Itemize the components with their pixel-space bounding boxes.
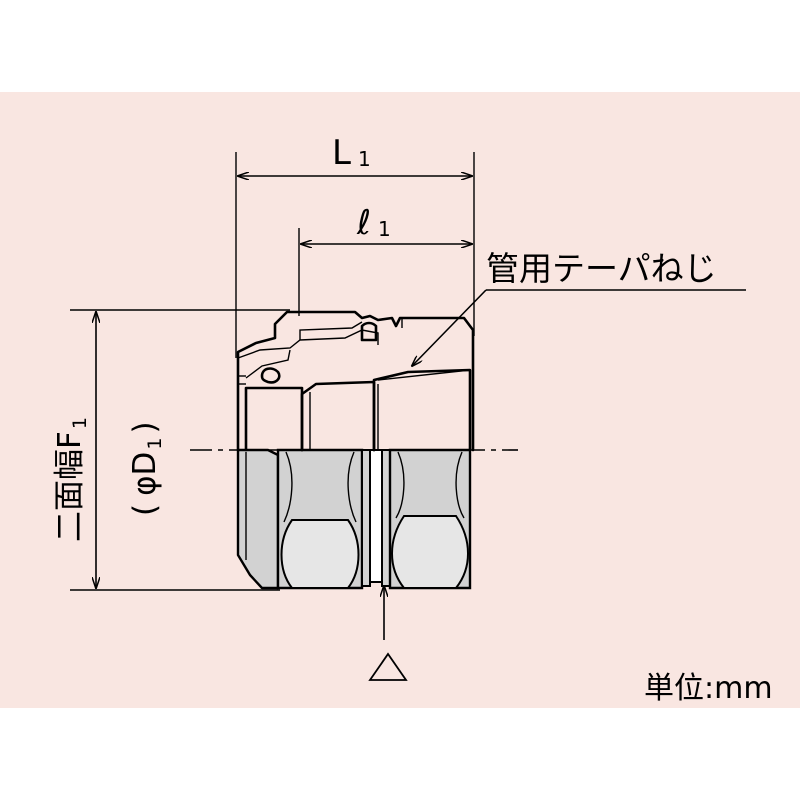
marking-indicator — [368, 586, 408, 681]
retaining-clip — [360, 321, 378, 342]
unit-label: 単位:mm — [644, 671, 773, 706]
inner-collet — [237, 329, 379, 359]
thread-leader — [412, 289, 487, 366]
left-nut-chamfer-top — [283, 451, 293, 523]
thread-callout-label: 管用テーパねじ — [486, 249, 717, 288]
o-ring — [260, 367, 281, 384]
dimension-small-l1: ℓ 1 — [298, 203, 472, 316]
left-nut-chamfer-top-r — [347, 451, 357, 523]
d1-open: ( — [127, 504, 163, 516]
taper-thread-line — [377, 369, 471, 381]
left-nut-face — [280, 519, 360, 589]
f1-label-main: 二面幅F — [52, 431, 88, 542]
d1-label: ( φD 1) — [127, 421, 166, 516]
f1-label-sub: 1 — [69, 417, 91, 429]
small-l1-label-sub: 1 — [378, 217, 391, 241]
thread-bore — [372, 368, 472, 452]
seal-seat — [245, 349, 291, 379]
dimension-f1: 二面幅F 1 ( φD 1) — [52, 309, 290, 591]
d1-close: ) — [127, 421, 163, 433]
collet-line-2 — [299, 321, 363, 340]
bore-step — [244, 386, 304, 452]
d1-main: φD — [127, 452, 163, 496]
fitting-upper-section — [236, 310, 475, 452]
right-hex-chamfer-l — [395, 451, 405, 519]
fitting-lower-exterior — [236, 448, 472, 590]
right-hex-face — [391, 515, 469, 589]
d1-sub: 1 — [144, 437, 166, 449]
drawing-panel — [0, 92, 800, 708]
right-hex-chamfer-r — [455, 451, 465, 519]
bore-mid — [300, 380, 376, 452]
rear-body — [236, 448, 280, 590]
f1-label: 二面幅F 1 — [52, 417, 91, 542]
dimension-l1: L 1 — [235, 133, 475, 358]
ring-left — [361, 449, 371, 587]
groove — [369, 449, 383, 583]
l1-label-sub: 1 — [358, 147, 371, 171]
thread-callout: 管用テーパねじ — [412, 249, 746, 366]
small-l1-label: ℓ — [356, 203, 371, 243]
outer-profile — [236, 310, 475, 452]
triangle-outline-icon — [368, 652, 408, 681]
l1-label: L — [332, 133, 351, 173]
